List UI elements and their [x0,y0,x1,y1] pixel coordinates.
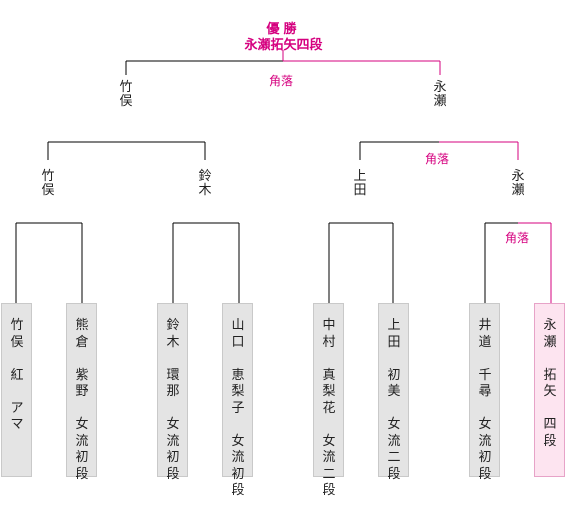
player-box: 熊倉 紫野 女流初段 [66,303,97,482]
player-box: 鈴木 環那 女流初段 [157,303,188,482]
player-box: 井道 千尋 女流初段 [469,303,500,482]
player-name-column: 熊倉 紫野 女流初段 [75,318,89,482]
player-box: 中村 真梨花 女流二段 [313,303,344,498]
champion-title: 優勝 [266,22,301,37]
sf1-top-name: 竹俣 [41,169,55,198]
player-name-column: 竹俣 紅 アマ [10,318,24,432]
qf4-result: 角落 [505,231,530,245]
player-box: 竹俣 紅 アマ [1,303,32,477]
player-box: 永瀬 拓矢 四段 [534,303,565,477]
champion-name: 永瀬拓矢四段 [244,38,323,53]
sf2-bottom-name: 永瀬 [511,169,525,198]
player-name-column: 鈴木 環那 女流初段 [166,318,180,482]
final-left-name: 竹俣 [119,80,133,109]
player-name-column: 上田 初美 女流二段 [387,318,401,482]
sf1-bottom-name: 鈴木 [198,169,212,198]
player-name-column: 井道 千尋 女流初段 [478,318,492,482]
player-name-column: 山口 恵梨子 女流初段 [231,318,245,498]
final-right-name: 永瀬 [433,80,447,109]
sf2-result: 角落 [425,152,450,166]
final-result: 角落 [269,74,294,88]
player-name-column: 中村 真梨花 女流二段 [322,318,336,498]
player-box: 上田 初美 女流二段 [378,303,409,482]
sf2-top-name: 上田 [353,169,367,198]
player-name-column: 永瀬 拓矢 四段 [543,318,557,449]
player-box: 山口 恵梨子 女流初段 [222,303,253,498]
